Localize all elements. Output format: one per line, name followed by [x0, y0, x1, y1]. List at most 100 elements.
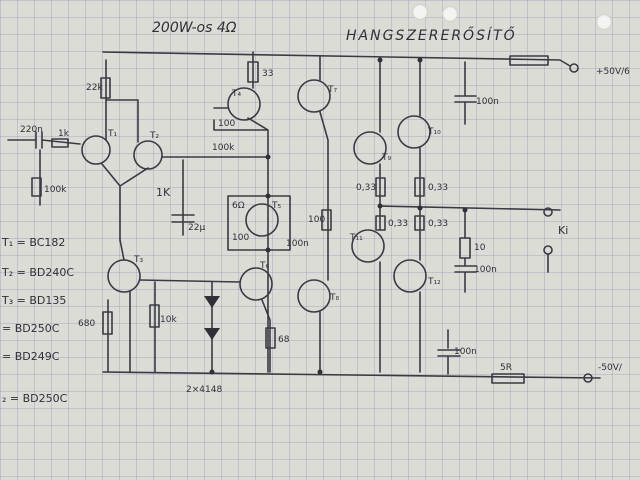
label-100-top: 100 — [218, 119, 235, 129]
output-terminal — [543, 207, 553, 217]
punch-hole — [442, 6, 458, 22]
label-10k: 10k — [160, 315, 177, 325]
label-033a: 0,33 — [356, 183, 376, 193]
label-100n-bot: 100n — [454, 347, 477, 357]
cap-100n-top — [454, 61, 477, 125]
label-r-small1: 6Ω — [232, 201, 245, 211]
bom-line-2: T₂ = BD240C — [1, 266, 74, 279]
predriver-wiring — [319, 55, 329, 373]
positive-rail — [102, 51, 571, 67]
t1-t2-wiring — [101, 59, 269, 241]
label-220n: 220n — [20, 125, 43, 135]
label-100k-left: 100k — [44, 185, 67, 195]
t2-symbol — [133, 140, 163, 170]
r-10-body — [459, 237, 471, 259]
label-t3: T₃ — [133, 255, 143, 265]
junction — [317, 369, 323, 375]
input-wire — [7, 139, 81, 145]
c-1k-branch — [171, 159, 195, 236]
junction — [377, 203, 383, 209]
t9-symbol — [353, 131, 387, 165]
t5-symbol — [245, 203, 279, 237]
label-t8: T₈ — [329, 293, 339, 303]
bom-line-3: T₃ = BD135 — [1, 294, 66, 307]
input-cap — [35, 131, 43, 149]
label-plus-rail: +50V/6 — [596, 67, 630, 77]
label-ki: Ki — [558, 224, 568, 237]
terminal-minus — [583, 373, 593, 383]
t12-symbol — [393, 259, 427, 293]
bom-line-5: = BD249C — [2, 350, 60, 363]
junction — [417, 205, 423, 211]
junction — [209, 369, 215, 375]
label-t2: T₂ — [149, 131, 159, 141]
t1-symbol — [81, 135, 111, 165]
diode-1 — [204, 296, 220, 308]
label-033c: 0,33 — [388, 219, 408, 229]
r-680-body — [102, 311, 113, 335]
bom-line-4: = BD250C — [2, 322, 60, 335]
label-t11: T₁₁ — [349, 233, 363, 243]
r-22k-body — [100, 77, 111, 99]
r-033d-body — [414, 215, 425, 231]
label-t9: T₉ — [381, 153, 391, 163]
junction — [265, 247, 271, 253]
label-100k-mid: 100k — [212, 143, 235, 153]
terminal-plus — [569, 63, 579, 73]
label-1k-cap: 1K — [156, 186, 171, 199]
label-33: 33 — [262, 69, 273, 79]
r-1k-body — [51, 138, 69, 148]
title: 200W-os 4Ω — [152, 20, 237, 36]
label-t1: T₁ — [107, 129, 117, 139]
label-r-small2: 100 — [232, 233, 249, 243]
diode-2 — [204, 328, 220, 340]
t3-wiring — [107, 239, 241, 373]
label-t10: T₁₀ — [427, 127, 441, 137]
label-t4: T₄ — [231, 89, 241, 99]
r-033c-body — [375, 215, 386, 231]
junction — [265, 193, 271, 199]
ground-terminal — [543, 245, 553, 255]
t6-wiring — [261, 299, 271, 373]
label-100n-low: 100n — [286, 239, 309, 249]
t7-symbol — [297, 79, 331, 113]
t11-symbol — [351, 229, 385, 263]
label-68: 68 — [278, 335, 290, 345]
punch-hole — [596, 14, 612, 30]
cap-100n-bottom — [437, 329, 461, 375]
label-100n-top: 100n — [476, 97, 499, 107]
label-100-mid: 100 — [308, 215, 325, 225]
label-diodes: 2×4148 — [186, 385, 222, 395]
fuse-top — [509, 55, 549, 66]
label-22k: 22k — [86, 83, 103, 93]
label-t7: T₇ — [327, 85, 337, 95]
label-100n-right: 100n — [474, 265, 497, 275]
junction — [377, 57, 383, 63]
bom-line-6: ₂ = BD250C — [2, 392, 68, 405]
junction — [462, 207, 468, 213]
label-680: 680 — [78, 319, 95, 329]
t8-symbol — [297, 279, 331, 313]
junction — [265, 154, 271, 160]
label-033d: 0,33 — [428, 219, 448, 229]
label-1k: 1k — [58, 129, 70, 139]
r-100-mid-body — [321, 209, 332, 231]
t6-symbol — [239, 267, 273, 301]
output-wiring — [379, 59, 561, 373]
r-100k-body — [31, 177, 42, 197]
label-033b: 0,33 — [428, 183, 448, 193]
junction — [417, 57, 423, 63]
t4-wiring — [213, 51, 269, 373]
t4-symbol — [227, 87, 261, 121]
label-t12: T₁₂ — [427, 277, 441, 287]
r-033a-body — [375, 177, 386, 197]
heading: HANGSZERERŐSÍTŐ — [346, 26, 517, 44]
fuse-bottom — [491, 373, 525, 384]
label-t5: T₅ — [271, 201, 281, 211]
label-5r: 5R — [500, 363, 512, 373]
zobel-network — [454, 209, 477, 293]
t10-symbol — [397, 115, 431, 149]
r-033b-body — [414, 177, 425, 197]
label-10: 10 — [474, 243, 486, 253]
